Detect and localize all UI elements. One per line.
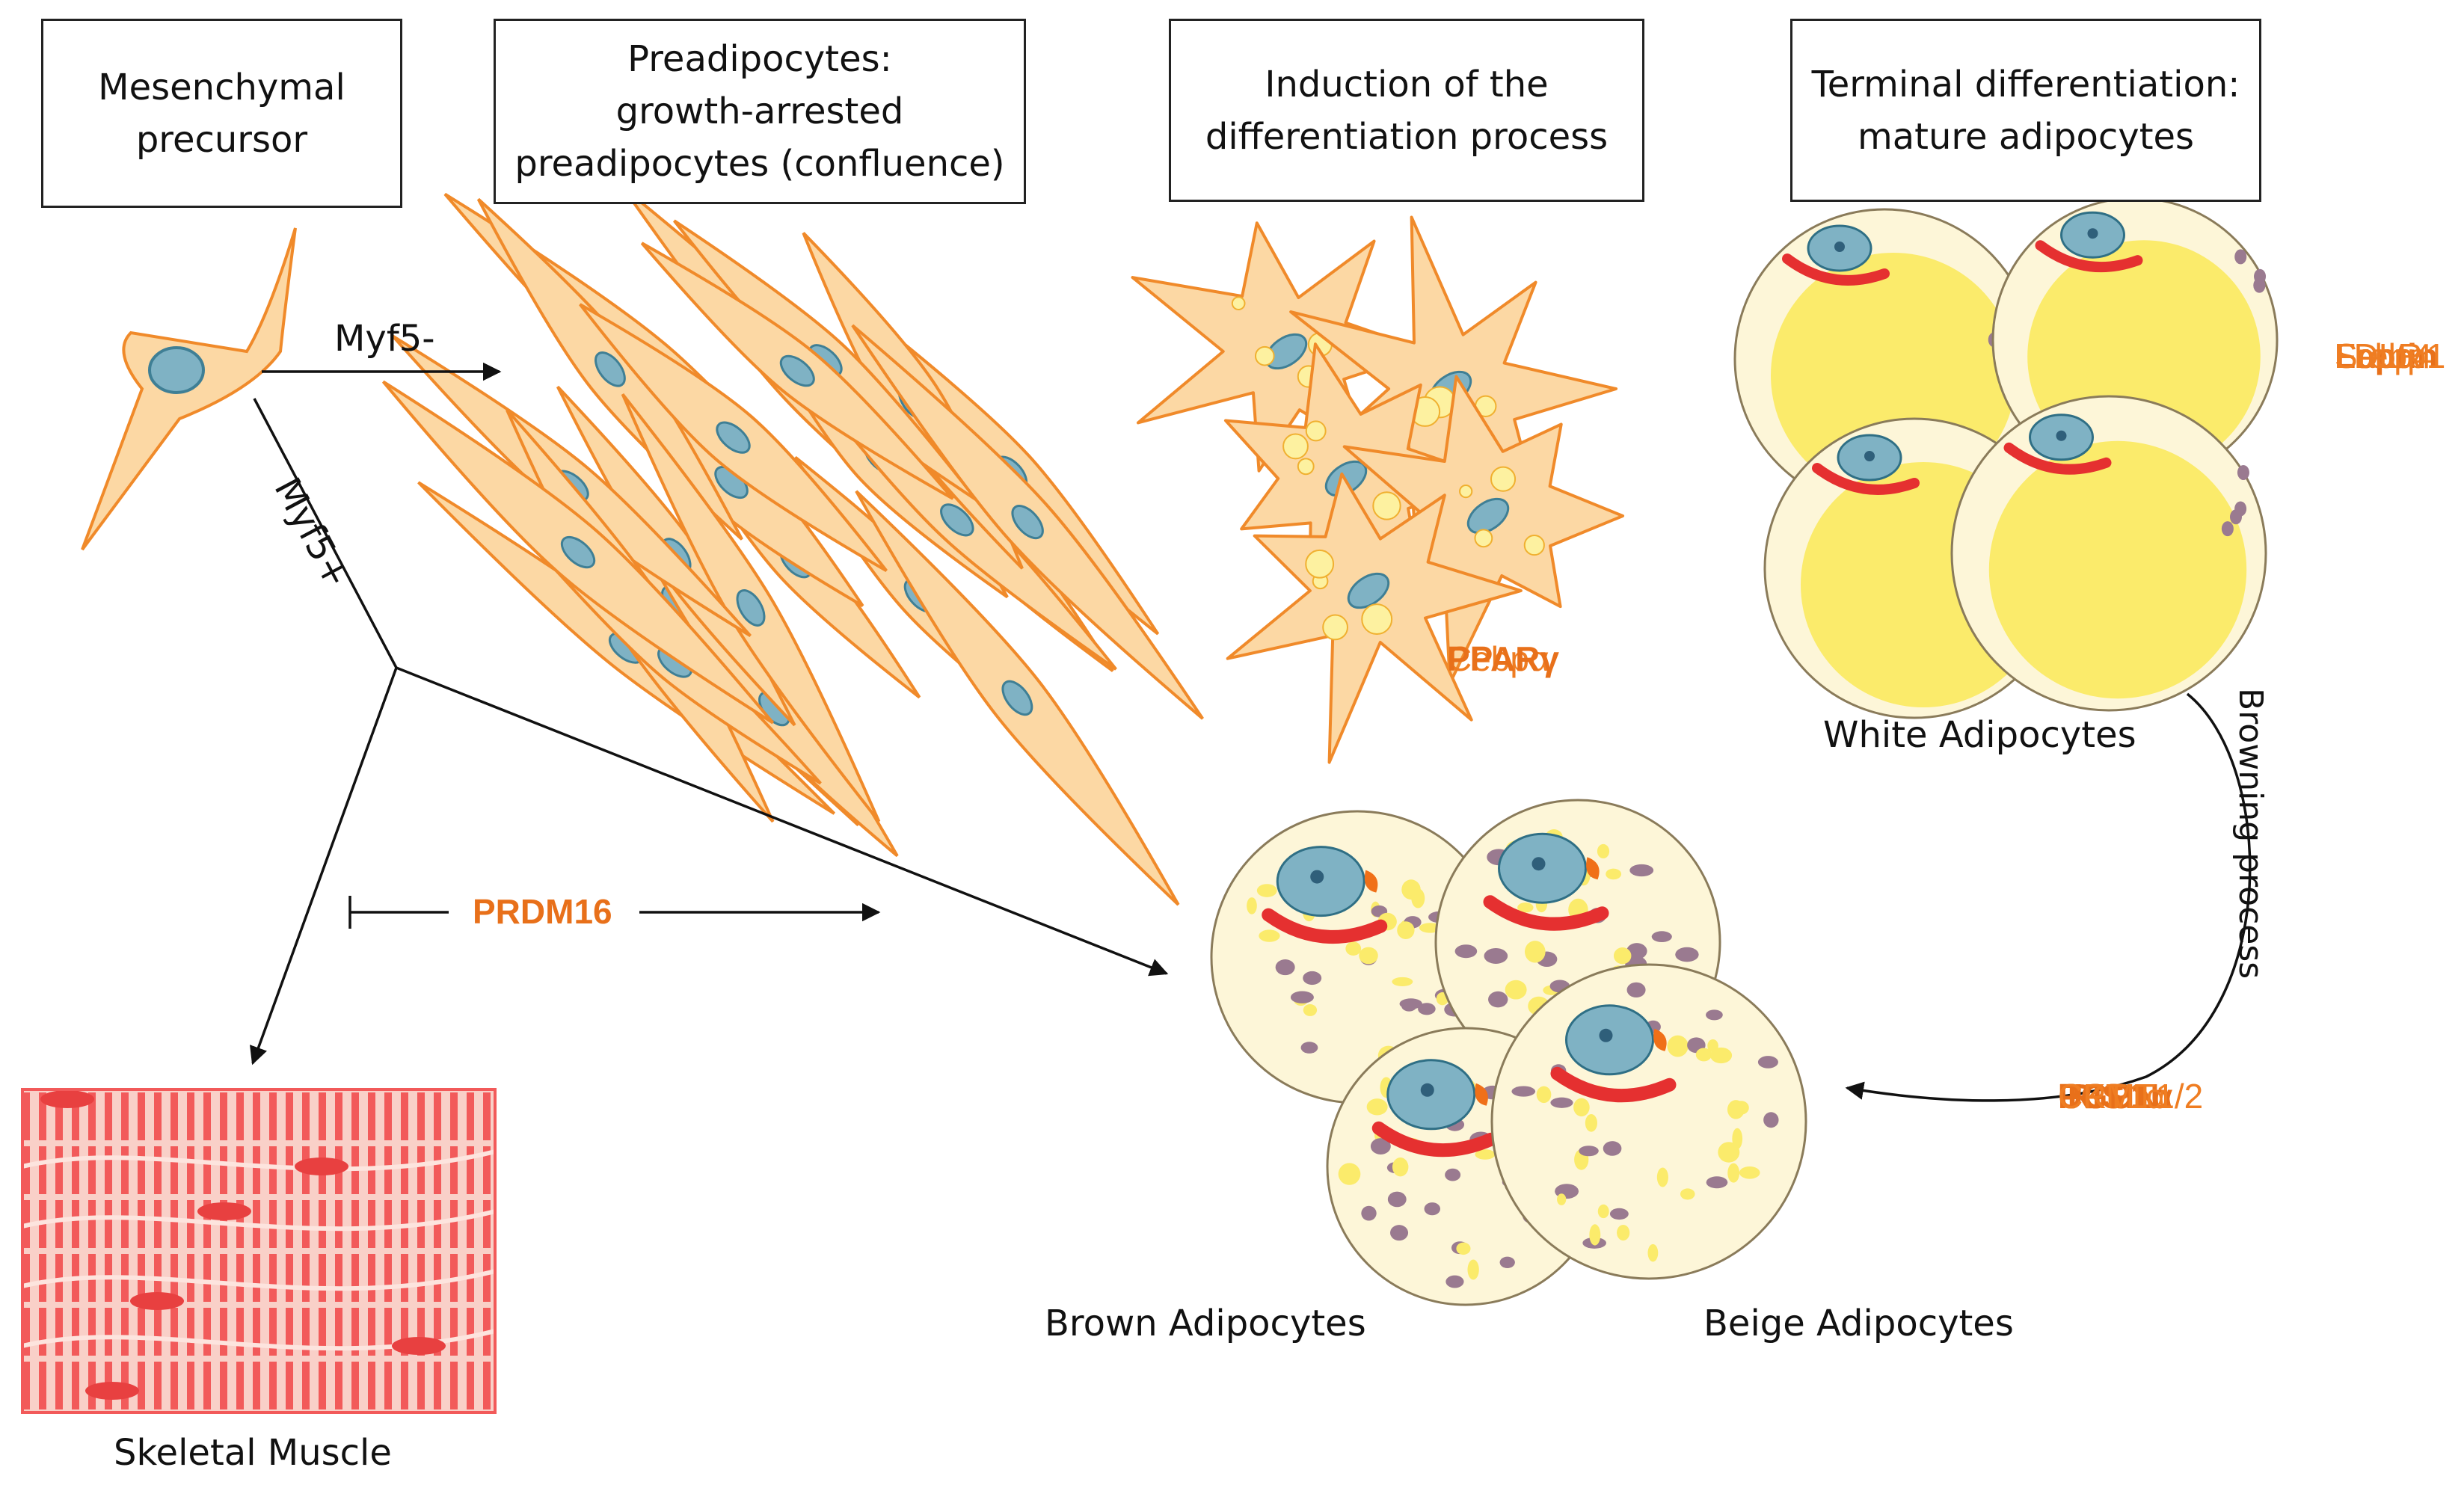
marker-ckmt12: CKMT1/2	[2058, 1077, 2204, 1116]
skeletal-muscle-label: Skeletal Muscle	[114, 1432, 392, 1474]
browning-arrow	[1845, 692, 2252, 1102]
marker-pparg: PPARγ	[1447, 639, 1559, 678]
brown-adipocyte	[1210, 810, 1505, 1104]
preadipocyte-cell	[621, 393, 881, 823]
marker-irisin: IRISIN	[2058, 1077, 2160, 1116]
preadipocyte-cell	[579, 303, 888, 572]
stage-box-mesenchymal: Mesenchymal precursor	[41, 19, 402, 208]
preadipocyte-cluster	[381, 186, 1204, 906]
stage-box-terminal: Terminal differentiation: mature adipocy…	[1790, 19, 2261, 202]
lineage-arrows	[250, 362, 2252, 1102]
muscle-border	[21, 1088, 497, 1414]
marker-pgc1a: PGC1α	[2058, 1077, 2173, 1116]
beige-adipocytes-label: Beige Adipocytes	[1703, 1303, 2014, 1344]
preadipocyte-cell	[381, 380, 775, 725]
marker-fabp4: Fabp4	[2335, 336, 2433, 375]
brown-beige-adipocyte-cluster	[1210, 799, 1807, 1306]
skeletal-muscle-tissue	[22, 1089, 495, 1412]
myf5-minus-label: Myf5-	[334, 318, 435, 360]
white-adipocytes-label: White Adipocytes	[1823, 714, 2136, 756]
mesenchymal-cell	[81, 227, 297, 551]
browning-process-label: Browning process	[2231, 688, 2270, 980]
marker-cpt1a: CPT1α	[2058, 1077, 2166, 1116]
preadipocyte-cell	[640, 242, 954, 500]
marker-cebpa: Cebpα	[1447, 639, 1549, 678]
differentiating-cell-cluster	[1131, 215, 1625, 764]
stage-box-preadipocytes: Preadipocytes: growth-arrested preadipoc…	[494, 19, 1026, 204]
marker-leptin: Leptin	[2335, 336, 2438, 375]
white-adipocyte-cluster	[1733, 197, 2279, 719]
white-adipocyte	[1950, 395, 2267, 712]
stage-box-induction: Induction of the differentiation process	[1169, 19, 1644, 202]
brown-adipocytes-label: Brown Adipocytes	[1045, 1303, 1366, 1344]
marker-srebp1: Srebp1	[2335, 336, 2446, 375]
marker-ucp1: UCP1	[2058, 1077, 2150, 1116]
preadipocyte-cell	[851, 324, 1204, 720]
marker-ldlr: LDLR	[2335, 336, 2423, 375]
brown-adipocyte	[1490, 963, 1807, 1280]
stellate-cell	[1332, 375, 1625, 685]
stellate-cell	[1226, 472, 1523, 764]
muscle-arrow	[250, 667, 398, 1066]
preadipocyte-cell	[855, 490, 1180, 906]
prdm16-label: PRDM16	[473, 892, 612, 931]
